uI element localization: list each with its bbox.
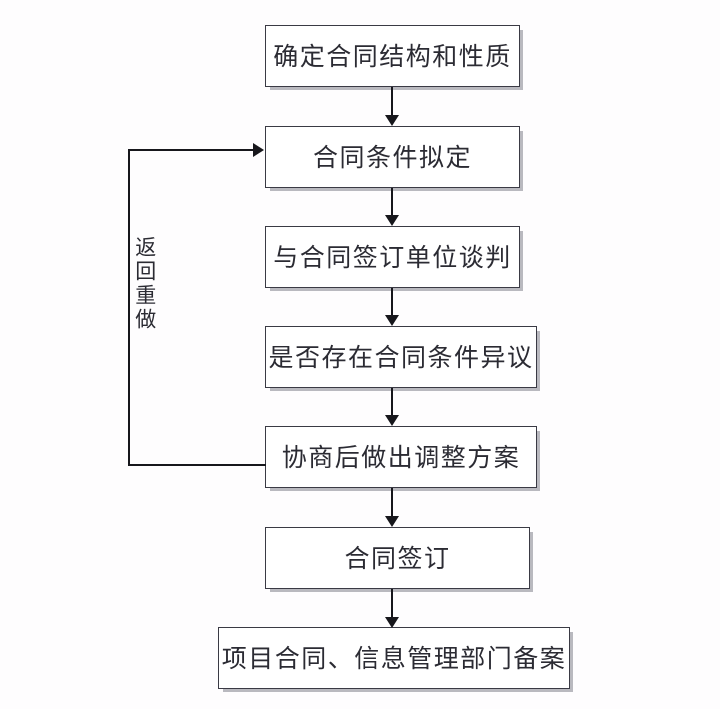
process-node-draft-contract-terms[interactable]: 合同条件拟定 [265, 126, 520, 188]
connector-n2-n3 [391, 188, 393, 216]
node-label: 是否存在合同条件异议 [268, 342, 534, 372]
feedback-loop-label: 返回重做 [132, 236, 157, 332]
arrowhead-n4-n5 [384, 415, 399, 426]
connector-n3-n4 [391, 288, 393, 316]
node-label: 合同签订 [344, 543, 451, 573]
node-label: 与合同签订单位谈判 [273, 242, 512, 272]
process-node-adjustment-plan-after-negotiation[interactable]: 协商后做出调整方案 [265, 426, 537, 488]
arrowhead-n2-n3 [384, 215, 399, 226]
decision-node-contract-terms-dispute[interactable]: 是否存在合同条件异议 [265, 326, 537, 388]
arrowhead-n3-n4 [384, 315, 399, 326]
node-label: 确定合同结构和性质 [273, 41, 512, 71]
feedback-loop-bottom-segment [128, 464, 266, 466]
connector-n6-n7 [391, 589, 393, 618]
connector-n1-n2 [391, 87, 393, 116]
connector-n4-n5 [391, 388, 393, 416]
process-node-record-with-management-dept[interactable]: 项目合同、信息管理部门备案 [218, 627, 570, 689]
arrowhead-n6-n7 [384, 617, 399, 628]
node-label: 协商后做出调整方案 [281, 442, 521, 472]
feedback-loop-top-segment [128, 149, 254, 151]
node-label: 合同条件拟定 [312, 142, 472, 172]
arrowhead-n1-n2 [384, 115, 399, 126]
node-label: 项目合同、信息管理部门备案 [221, 643, 567, 673]
process-node-negotiate-with-signing-party[interactable]: 与合同签订单位谈判 [265, 226, 520, 288]
process-node-contract-signing[interactable]: 合同签订 [265, 527, 530, 589]
arrowhead-feedback-loop [253, 142, 264, 157]
arrowhead-n5-n6 [384, 516, 399, 527]
process-node-define-contract-structure[interactable]: 确定合同结构和性质 [265, 25, 520, 87]
feedback-loop-left-rail [128, 149, 130, 466]
connector-n5-n6 [391, 488, 393, 517]
